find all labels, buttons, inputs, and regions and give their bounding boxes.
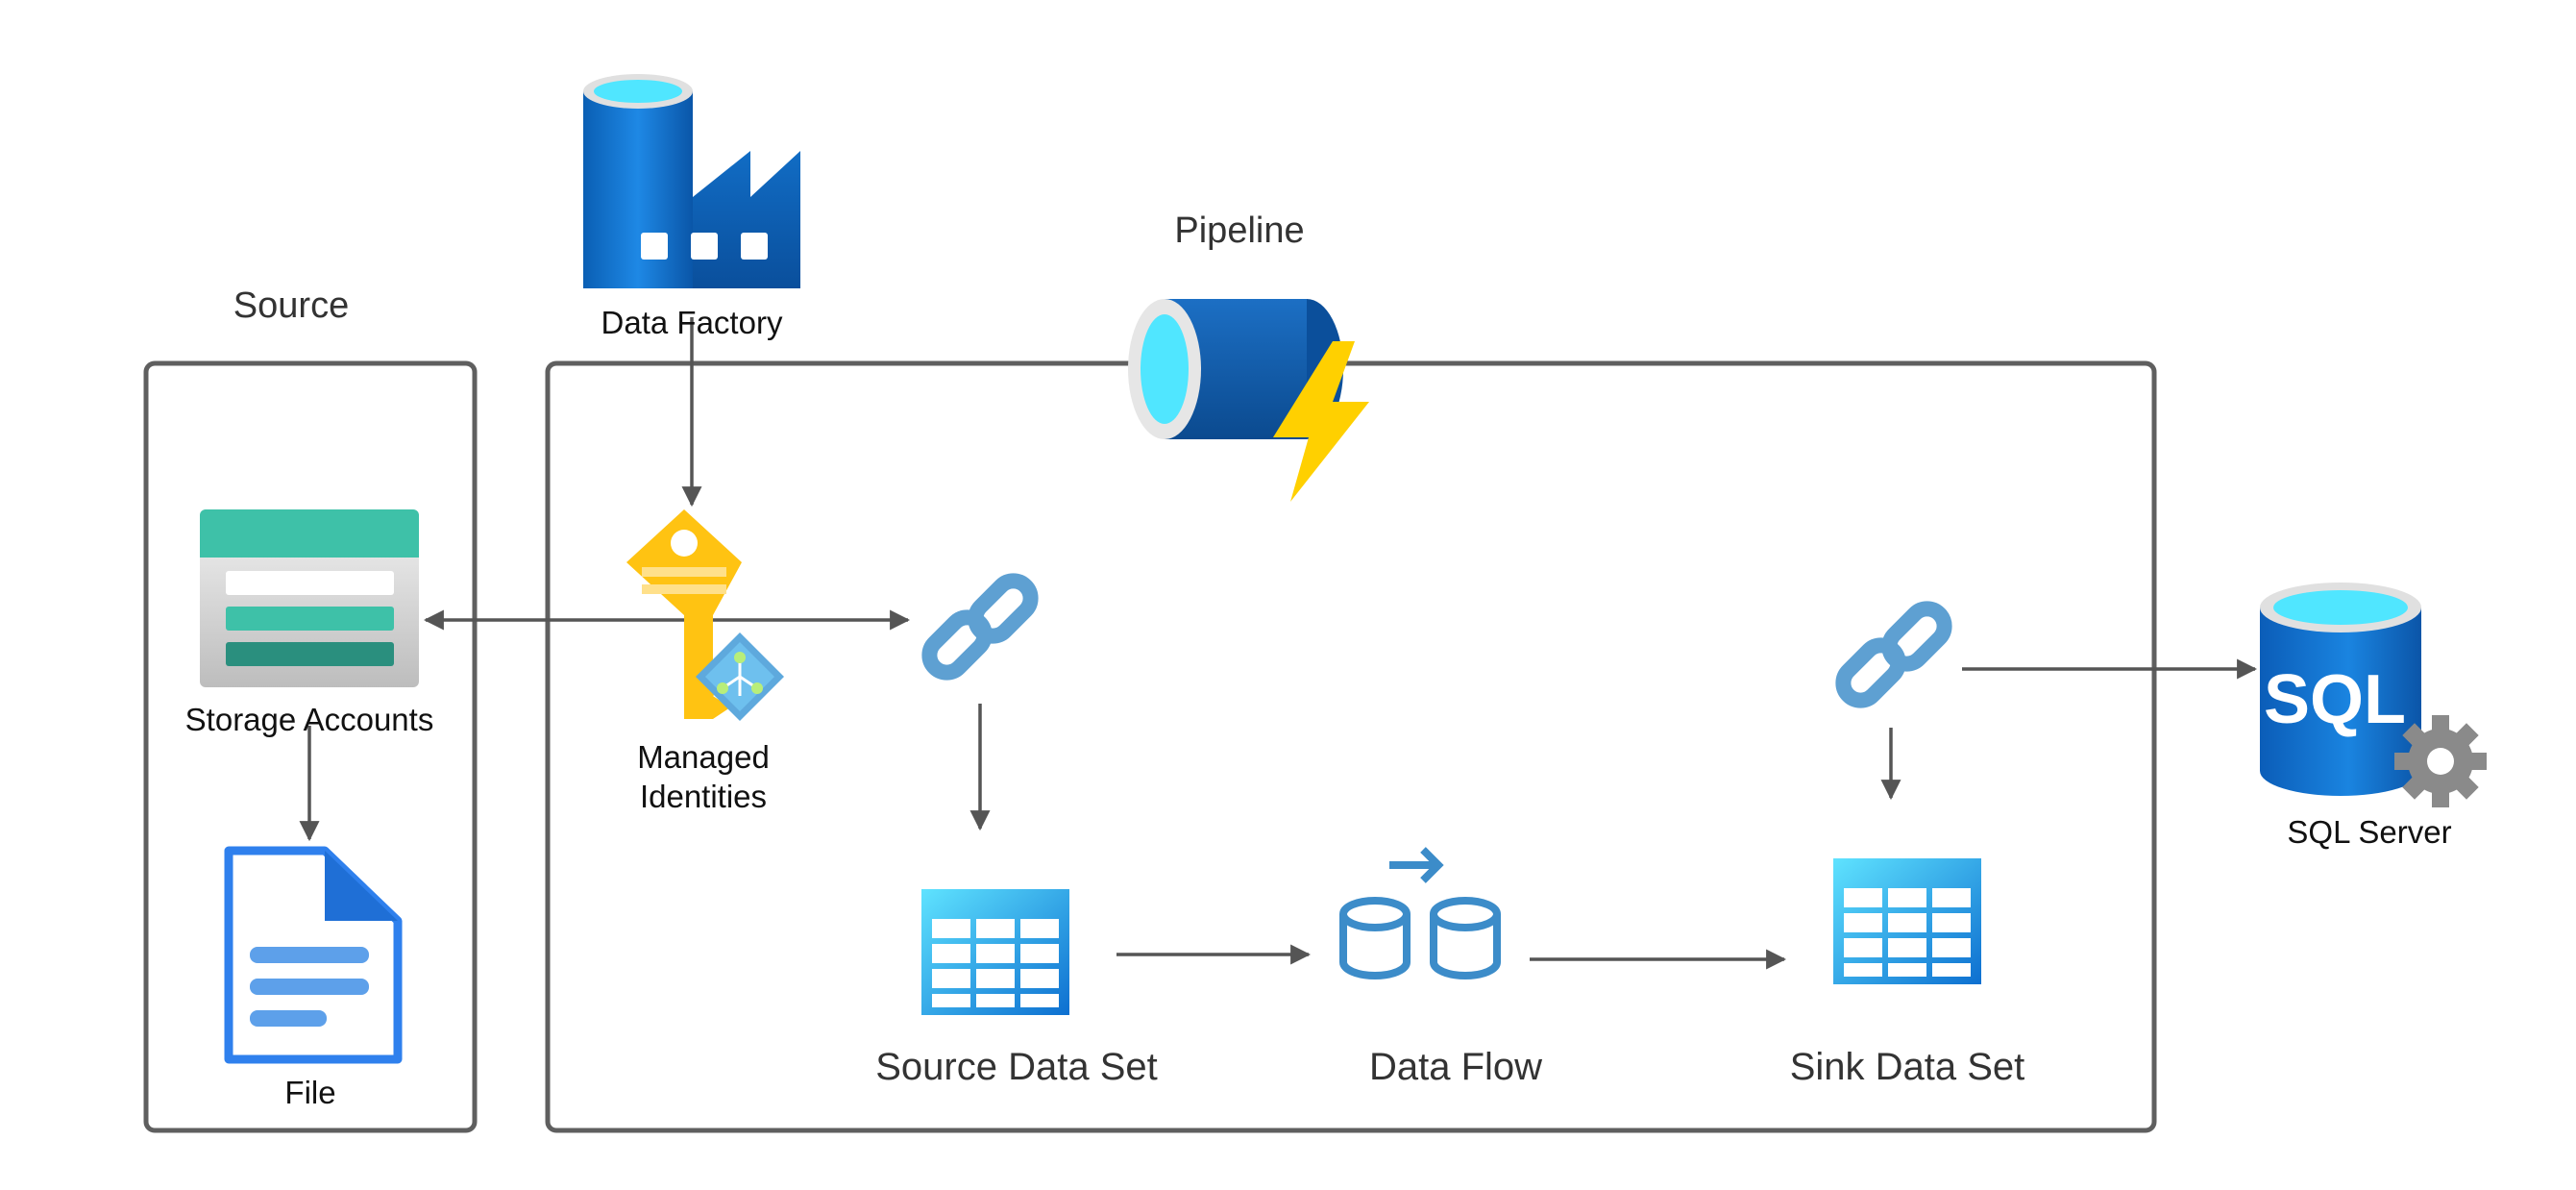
pipeline-icon	[1128, 298, 1369, 502]
data-flow-label: Data Flow	[1369, 1046, 1542, 1088]
source-data-set-label: Source Data Set	[875, 1046, 1158, 1088]
data-factory-node: Data Factory	[583, 74, 800, 340]
sink-linked-service-node	[1835, 601, 1952, 708]
sql-server-label: SQL Server	[2287, 814, 2451, 850]
sink-data-set-label: Sink Data Set	[1790, 1046, 2025, 1088]
table-icon	[921, 889, 1069, 1015]
link-icon	[921, 573, 1039, 681]
pipeline-group-frame	[545, 360, 2157, 1133]
managed-identities-label-line2: Identities	[640, 779, 767, 814]
key-icon	[626, 509, 784, 721]
pipeline-node	[1128, 298, 1369, 502]
sink-data-set-node: Sink Data Set	[1790, 858, 2025, 1088]
table-icon	[1833, 858, 1981, 984]
file-label: File	[284, 1075, 335, 1110]
file-icon	[224, 846, 403, 1064]
managed-identities-node: Managed Identities	[626, 509, 784, 814]
source-data-set-node: Source Data Set	[875, 889, 1158, 1088]
data-flow-node: Data Flow	[1339, 847, 1542, 1088]
source-group-frame	[143, 360, 478, 1133]
sql-icon-text: SQL	[2264, 661, 2406, 738]
data-factory-label: Data Factory	[601, 305, 783, 340]
file-node: File	[224, 846, 403, 1110]
source-linked-service-node	[921, 573, 1039, 681]
sql-server-node: SQL SQL Server	[2260, 583, 2487, 850]
storage-accounts-node: Storage Accounts	[185, 509, 434, 737]
factory-icon	[583, 74, 800, 288]
data-flow-icon	[1339, 847, 1501, 979]
source-group-label: Source	[233, 285, 349, 326]
managed-identities-label-line1: Managed	[637, 739, 770, 775]
sql-database-icon: SQL	[2260, 583, 2487, 807]
pipeline-group-label: Pipeline	[1174, 211, 1304, 251]
storage-accounts-icon	[200, 509, 419, 687]
storage-accounts-label: Storage Accounts	[185, 702, 434, 737]
link-icon	[1835, 601, 1952, 708]
